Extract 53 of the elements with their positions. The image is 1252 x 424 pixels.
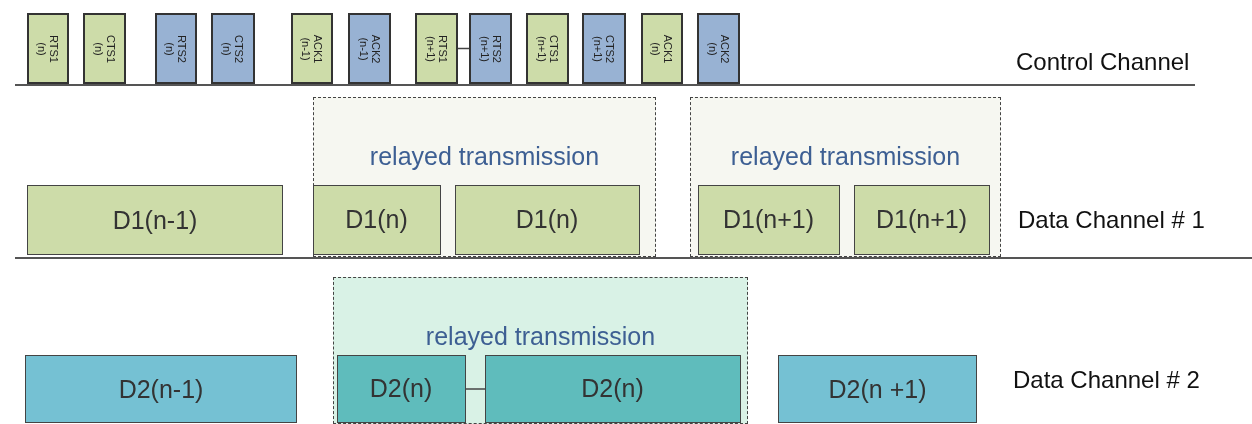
relay-region xyxy=(313,97,656,257)
data-packet xyxy=(25,355,297,423)
packet-label: D1(n-1) xyxy=(112,205,198,235)
control-packet xyxy=(291,13,333,84)
control-packet xyxy=(83,13,126,84)
packet-label: RTS1 (n+1) xyxy=(424,33,449,65)
packet-label: ACK1 (n-1) xyxy=(300,33,324,65)
control-packet xyxy=(697,13,740,84)
packet-label: CTS2 (n) xyxy=(221,33,245,65)
packet-label: D1(n+1) xyxy=(876,205,967,234)
packet-label: CTS2 (n+1) xyxy=(592,33,616,65)
packet-label: RTS2 (n+1) xyxy=(478,33,503,65)
control-packet xyxy=(27,13,69,84)
packet-label: RTS2 (n) xyxy=(164,33,188,65)
control-packet xyxy=(415,13,458,84)
connector-line xyxy=(457,47,470,50)
packet-label: ACK2 (n-1) xyxy=(357,33,382,65)
control-packet xyxy=(641,13,683,84)
connector-line xyxy=(465,388,486,390)
data-packet xyxy=(697,184,840,255)
control-packet xyxy=(526,13,569,84)
region-label: relayed transmission xyxy=(424,322,657,351)
channel-label: Control Channel xyxy=(1016,48,1190,76)
region-label: relayed transmission xyxy=(368,142,601,171)
region-label: relayed transmission xyxy=(729,142,962,171)
control-packet xyxy=(469,13,512,84)
data-packet xyxy=(336,354,466,423)
data-packet xyxy=(312,184,441,255)
packet-label: D2(n +1) xyxy=(828,374,927,404)
packet-label: CTS1 (n+1) xyxy=(535,33,560,65)
channel-label: Data Channel # 1 xyxy=(1018,206,1205,234)
packet-label: CTS1 (n) xyxy=(92,33,117,65)
data-packet xyxy=(484,354,741,423)
channel-label: Data Channel # 2 xyxy=(1013,366,1200,394)
control-packet xyxy=(211,13,255,84)
data-packet xyxy=(778,355,977,423)
control-packet xyxy=(348,13,391,84)
packet-label: D2(n) xyxy=(369,374,433,403)
data-packet xyxy=(27,185,283,255)
packet-label: D1(n) xyxy=(515,205,579,234)
data-packet xyxy=(454,184,640,255)
relay-region xyxy=(690,97,1001,257)
relay-region xyxy=(333,277,748,424)
data-packet xyxy=(853,184,990,255)
packet-label: D2(n) xyxy=(581,374,644,403)
packet-label: RTS1 (n) xyxy=(36,33,60,65)
packet-label: ACK2 (n) xyxy=(706,33,731,65)
packet-label: D1(n) xyxy=(345,205,408,234)
packet-label: D2(n-1) xyxy=(118,374,204,404)
packet-label: D1(n+1) xyxy=(723,205,814,234)
packet-label: ACK1 (n) xyxy=(650,33,674,65)
control-packet xyxy=(582,13,626,84)
control-packet xyxy=(155,13,197,84)
